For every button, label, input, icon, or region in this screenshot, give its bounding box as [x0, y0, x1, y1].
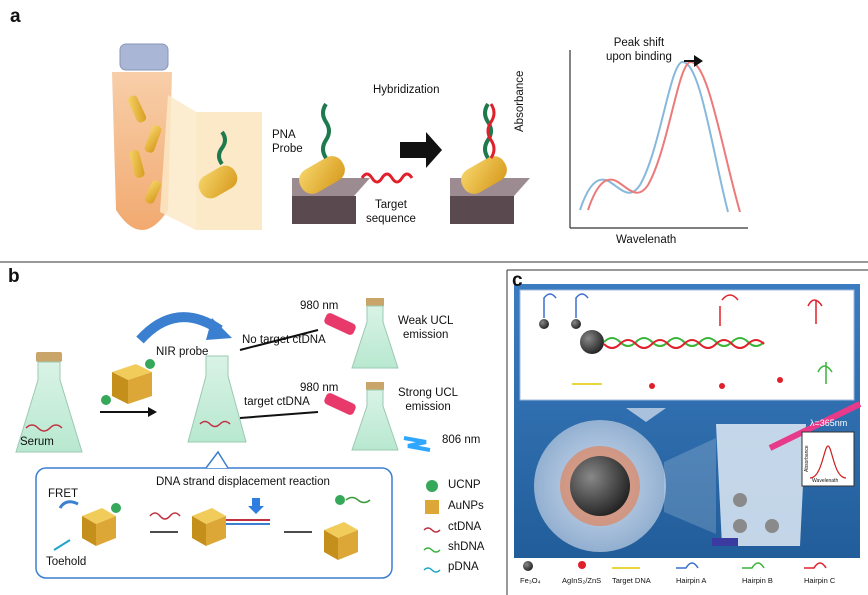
- down-arrow: [626, 408, 666, 422]
- laser-980-weak: [324, 313, 356, 335]
- strand-displacement-title: DNA strand displacement reaction: [156, 476, 330, 488]
- emission-806-signal: [403, 436, 431, 452]
- panel-label-c: c: [512, 270, 523, 291]
- strong-emission-flask: [351, 382, 399, 451]
- legend-c-aginszns: AgInS₂/ZnS: [562, 576, 602, 585]
- wavelength-980-b: 980 nm: [300, 382, 339, 394]
- hybridization-label: Hybridization: [373, 84, 440, 96]
- wavelength-806-label: 806 nm: [442, 434, 481, 446]
- target-sequence-strand: [360, 172, 414, 184]
- released-complex: [324, 495, 371, 560]
- absorbance-plot: [569, 50, 748, 229]
- panel-label-b: b: [8, 266, 20, 287]
- inset-peak: [809, 445, 847, 479]
- legend-b-pdna: pDNA: [448, 561, 479, 573]
- fret-complex: [53, 500, 121, 551]
- ctdna-strand: [149, 512, 181, 520]
- legend-c-icons: [523, 561, 827, 571]
- laser-980-strong: [324, 393, 356, 415]
- legend-c-target-dna: Target DNA: [612, 576, 651, 585]
- target-label: target ctDNA: [244, 396, 310, 408]
- zoomed-probe: [198, 130, 238, 199]
- toehold-label: Toehold: [46, 556, 87, 568]
- displacement-complex: [192, 498, 270, 546]
- legend-c-fe3o4: Fe₃O₄: [520, 576, 541, 585]
- legend-c-bar: [514, 558, 860, 586]
- sample-tube: [112, 43, 172, 230]
- hairpin-assembly: [539, 293, 833, 389]
- legend-b-icons: [423, 480, 441, 573]
- substrate-hybridized: [450, 102, 530, 224]
- weak-emission-flask: [351, 298, 399, 369]
- hybridization-arrow: [400, 132, 442, 168]
- curve-after-binding: [587, 60, 741, 213]
- nir-probe-cube: [101, 359, 155, 405]
- target-sequence-label: Target sequence: [366, 199, 416, 225]
- peak-shift-arrow: [684, 55, 703, 67]
- legend-c-hairpin-c: Hairpin C: [804, 576, 836, 585]
- uv-beam: [768, 401, 862, 451]
- x-axis-label-wavelength: Wavelenath: [616, 234, 677, 246]
- serum-flask: [15, 352, 83, 453]
- lambda-label: λ=365nm: [810, 418, 848, 428]
- zoom-callout: [160, 95, 196, 230]
- legend-c-hairpin-a: Hairpin A: [676, 576, 707, 585]
- legend-b-ctdna: ctDNA: [448, 521, 482, 533]
- strong-emission-label: Strong UCL emission: [398, 387, 459, 413]
- pna-probe-label: PNA Probe: [272, 129, 303, 155]
- inset-y-label: Absorbance: [804, 445, 810, 472]
- reaction-flask: [187, 355, 247, 443]
- fret-label: FRET: [48, 488, 79, 500]
- inset-plot: [801, 431, 855, 487]
- peak-shift-label: Peak shift upon binding: [606, 37, 672, 63]
- core-shell-nanoparticle: [534, 420, 666, 552]
- nir-probe-label: NIR probe: [156, 346, 209, 358]
- no-target-label: No target ctDNA: [242, 334, 326, 346]
- legend-b-aunps: AuNPs: [448, 500, 484, 512]
- vial-with-magnet: [712, 424, 806, 546]
- legend-c-hairpin-b: Hairpin B: [742, 576, 773, 585]
- legend-b-shdna: shDNA: [448, 541, 485, 553]
- weak-emission-label: Weak UCL emission: [398, 315, 454, 341]
- inset-x-label: Wavelenath: [812, 478, 839, 484]
- serum-label: Serum: [20, 436, 54, 448]
- panel-label-a: a: [10, 6, 21, 27]
- legend-b-ucnp: UCNP: [448, 479, 481, 491]
- wavelength-980-a: 980 nm: [300, 300, 339, 312]
- y-axis-label-absorbance: Absorbance: [514, 70, 526, 132]
- substrate-probe: [292, 102, 370, 224]
